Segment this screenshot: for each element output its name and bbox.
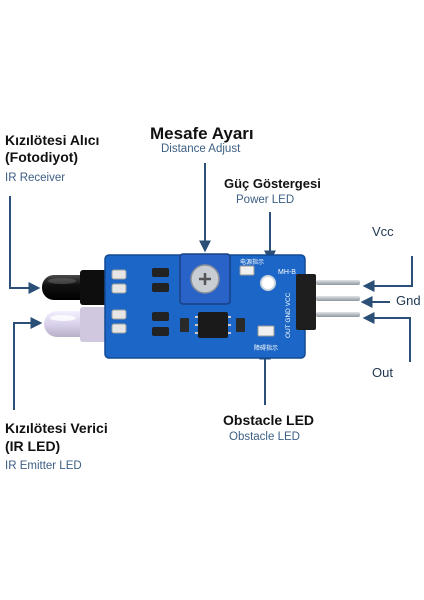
pcb-board: [104, 254, 306, 359]
arrow-ir-receiver: [9, 196, 41, 294]
silk-obstacle-indicator: 障碍指示: [254, 344, 278, 352]
distance-adjust-title: Mesafe Ayarı: [150, 124, 254, 143]
pin-label-vcc: Vcc: [372, 224, 394, 239]
pin-bracket-vcc: [362, 256, 413, 292]
pin-header: [296, 274, 360, 330]
silk-power-indicator: 电源指示: [240, 258, 264, 266]
obstacle-led-en: Obstacle LED: [229, 431, 300, 443]
cross-screw-icon: [199, 273, 211, 285]
ir-receiver-subtitle: (Fotodiyot): [5, 149, 79, 165]
ir-emitter-led: [44, 307, 112, 342]
obstacle-led-title: Obstacle LED: [223, 412, 315, 428]
power-led-en: Power LED: [236, 194, 295, 206]
distance-adjust-en: Distance Adjust: [161, 143, 241, 155]
pin-label-out: Out: [372, 365, 393, 380]
silk-pin-labels: OUT GND VCC: [285, 292, 292, 338]
ir-emitter-title: Kızılötesi Verici: [5, 420, 108, 436]
ir-receiver-title: Kızılötesi Alıcı: [5, 132, 100, 148]
power-led-title: Güç Göstergesi: [224, 176, 321, 191]
ir-emitter-subtitle: (IR LED): [5, 438, 61, 454]
arrow-ir-emitter: [13, 317, 43, 410]
ir-emitter-en: IR Emitter LED: [5, 460, 82, 472]
pin-label-gnd: Gnd: [396, 293, 421, 308]
silk-model: MH-B: [278, 269, 296, 276]
ir-receiver-led: [42, 270, 112, 305]
pin-bracket-out: [362, 312, 411, 362]
potentiometer: [179, 253, 231, 305]
ir-receiver-en: IR Receiver: [5, 172, 66, 184]
